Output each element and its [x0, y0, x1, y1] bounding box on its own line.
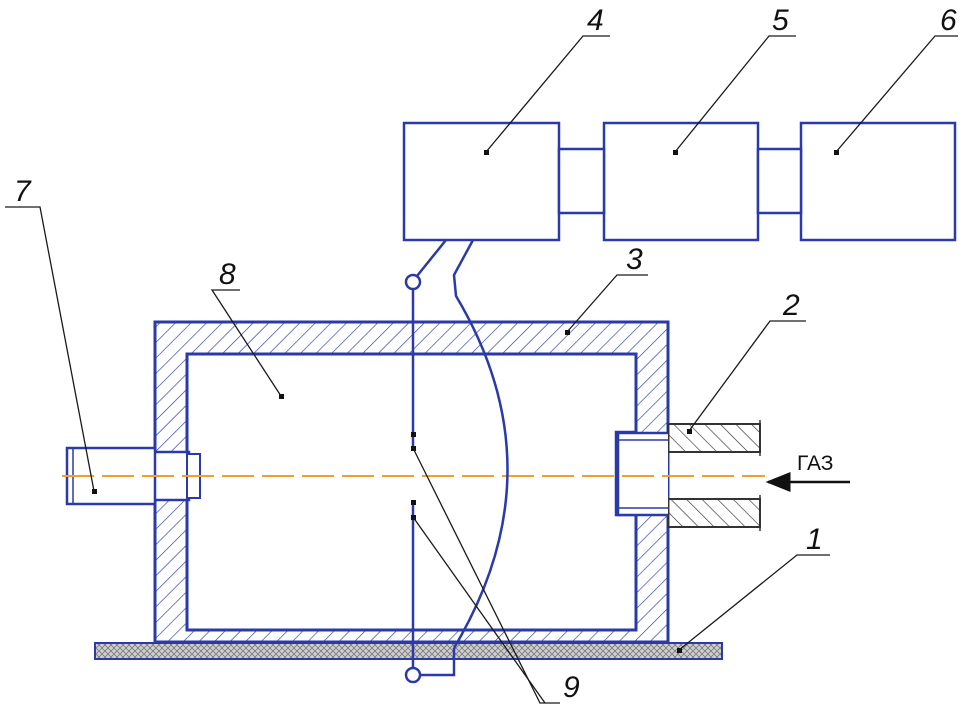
bottom-terminal-lead	[420, 648, 456, 677]
dot-detector	[92, 489, 97, 494]
leader-9b	[412, 516, 546, 704]
gas-label: ГАЗ	[797, 452, 833, 475]
label-4: 4	[587, 4, 604, 37]
label-5: 5	[772, 4, 789, 37]
dot-wall	[565, 330, 570, 335]
leader-5	[674, 35, 796, 153]
block-6	[799, 121, 957, 242]
label-8: 8	[219, 258, 236, 291]
chamber-wall	[153, 320, 670, 644]
leader-6	[835, 35, 958, 153]
dot-pipe	[687, 429, 692, 434]
dot-chamber-space	[279, 394, 284, 399]
leader-2	[688, 320, 806, 432]
dot-block-6	[834, 150, 839, 155]
curved-return-wire	[452, 239, 509, 649]
label-2: 2	[782, 289, 800, 322]
wire-from-block-4	[416, 239, 447, 277]
dot-electrode-3	[411, 500, 416, 505]
gas-pipe-lower-wall	[667, 498, 761, 528]
leader-8	[210, 289, 282, 397]
label-7: 7	[14, 175, 32, 208]
gas-inlet-bore-fill	[617, 434, 668, 514]
label-1: 1	[806, 523, 823, 556]
bottom-terminal	[404, 666, 422, 684]
leader-1	[678, 554, 830, 651]
block-4	[402, 121, 561, 242]
label-9: 9	[563, 671, 580, 704]
leader-9a	[412, 447, 560, 704]
label-6: 6	[940, 4, 957, 37]
leader-lines	[5, 35, 958, 704]
gas-pipe-upper-wall	[667, 423, 761, 453]
leader-3	[566, 274, 648, 333]
connector-4-5	[557, 147, 606, 215]
label-3: 3	[626, 243, 643, 276]
base-plate	[94, 642, 723, 660]
connector-5-6	[756, 147, 803, 215]
dot-block-5	[673, 150, 678, 155]
block-5	[602, 121, 760, 242]
gas-inlet-outline	[616, 431, 668, 517]
top-terminal	[404, 273, 422, 291]
leader-4	[485, 35, 610, 153]
dot-base	[677, 648, 682, 653]
dot-block-4	[484, 150, 489, 155]
dot-electrode-1	[411, 432, 416, 437]
leader-7	[5, 206, 95, 492]
